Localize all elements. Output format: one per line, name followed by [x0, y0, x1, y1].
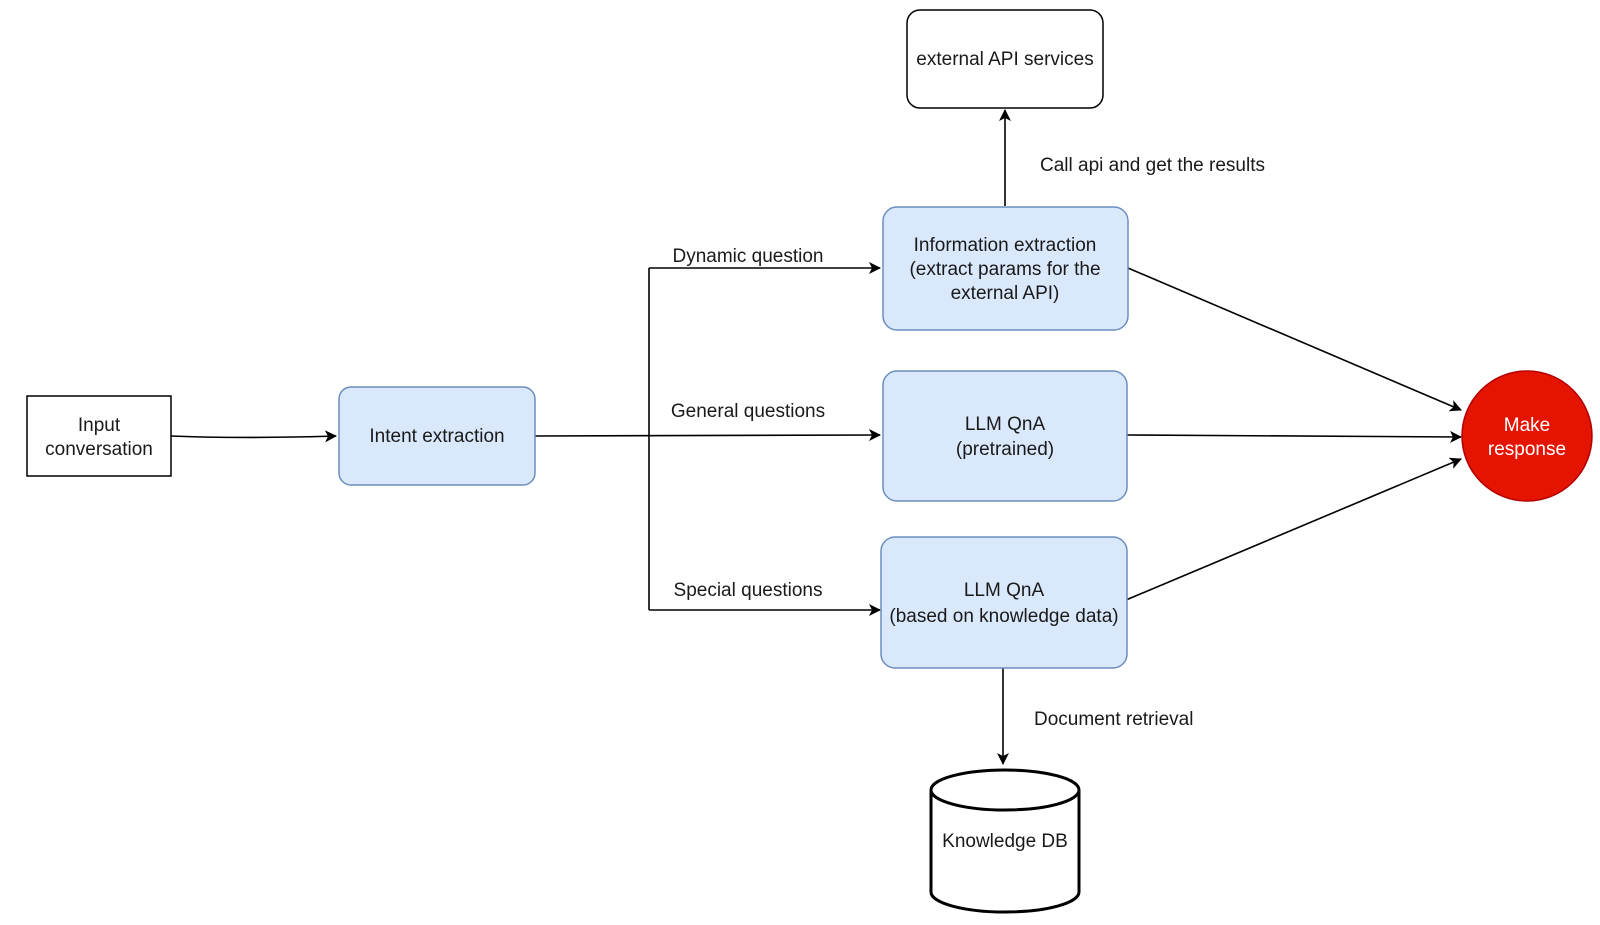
- response-circle: [1461, 370, 1593, 502]
- node-llm-qna-knowledge: LLM QnA (based on knowledge data): [880, 536, 1128, 669]
- label-dynamic-question: Dynamic question: [672, 246, 823, 267]
- node-knowledge-db: Knowledge DB: [929, 768, 1081, 914]
- external-api-label: external API services: [916, 49, 1093, 70]
- response-line-1: Make: [1504, 415, 1550, 436]
- node-make-response: Make response: [1461, 370, 1593, 502]
- node-intent-extraction: Intent extraction: [338, 386, 536, 486]
- node-llm-qna-pretrained: LLM QnA (pretrained): [882, 370, 1128, 502]
- label-document-retrieval: Document retrieval: [1034, 709, 1193, 730]
- knowledge-db-label: Knowledge DB: [942, 831, 1068, 852]
- database-icon: [929, 768, 1081, 914]
- llm-knowledge-line-2: (based on knowledge data): [889, 606, 1118, 627]
- llm-knowledge-line-1: LLM QnA: [964, 580, 1045, 601]
- info-line-1: Information extraction: [914, 235, 1097, 256]
- node-information-extraction: Information extraction (extract params f…: [882, 206, 1129, 331]
- edge-input-to-intent: [170, 430, 337, 443]
- info-line-3: external API): [951, 283, 1060, 304]
- edge-llm-pretrained-to-response: [1125, 430, 1462, 443]
- input-line-1: Input: [78, 415, 121, 436]
- intent-label: Intent extraction: [369, 426, 504, 447]
- edge-llm-knowledge-to-response: [1125, 457, 1462, 601]
- edge-intent-to-llm-pretrained: [534, 429, 881, 442]
- node-external-api-services: external API services: [906, 9, 1104, 109]
- label-special-questions: Special questions: [674, 580, 823, 601]
- input-line-2: conversation: [45, 439, 153, 460]
- response-line-2: response: [1488, 439, 1566, 460]
- llm-pretrained-line-1: LLM QnA: [965, 414, 1046, 435]
- llm-pretrained-line-2: (pretrained): [956, 439, 1054, 460]
- info-line-2: (extract params for the: [909, 259, 1100, 280]
- node-input-conversation: Input conversation: [26, 395, 172, 477]
- edge-info-to-response: [1127, 267, 1462, 412]
- label-general-questions: General questions: [671, 401, 825, 422]
- label-call-api: Call api and get the results: [1040, 155, 1265, 176]
